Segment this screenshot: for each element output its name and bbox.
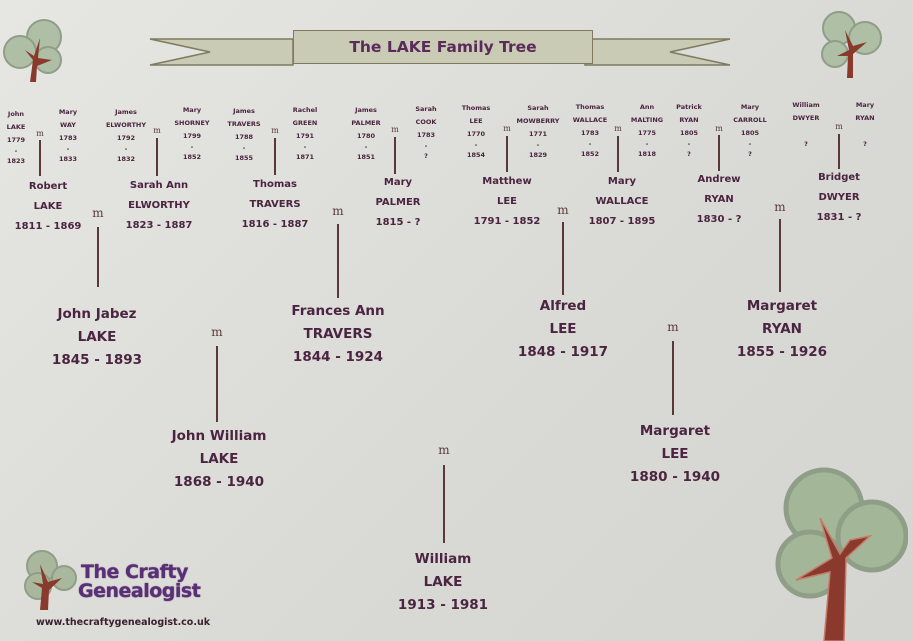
connector-line (617, 136, 619, 172)
connector-line (562, 222, 564, 295)
connector-line (443, 465, 445, 543)
connector-line (337, 224, 339, 298)
connector-line (718, 135, 720, 171)
connector-line (97, 227, 99, 287)
connector-line (216, 346, 218, 422)
connector-line (838, 134, 840, 169)
marriage-symbol: m (503, 124, 511, 133)
marriage-symbol: m (614, 124, 622, 133)
marriage-symbol: m (835, 122, 843, 131)
marriage-symbol: m (153, 126, 161, 135)
tree-icon-bottom-right (775, 467, 908, 641)
marriage-symbol: m (36, 129, 44, 138)
connector-line (39, 140, 41, 176)
marriage-symbol: m (715, 124, 723, 133)
marriage-symbol: m (438, 443, 450, 457)
marriage-symbol: m (332, 204, 344, 218)
logo-wordmark: The Crafty Genealogist (78, 561, 201, 602)
connector-line (156, 138, 158, 176)
connector-line (394, 137, 396, 174)
tree-icon-top-left (3, 19, 62, 82)
title-banner-ribbon (149, 38, 731, 66)
marriage-symbol: m (92, 206, 104, 220)
connector-line (506, 136, 508, 172)
marriage-symbol: m (774, 200, 786, 214)
marriage-symbol: m (391, 125, 399, 134)
marriage-symbol: m (271, 126, 279, 135)
connector-line (672, 341, 674, 415)
connector-line (779, 219, 781, 292)
marriage-symbol: m (667, 320, 679, 334)
logo-tree-icon (24, 550, 77, 610)
website-link[interactable]: www.thecraftygenealogist.co.uk (36, 617, 211, 628)
connector-line (274, 138, 276, 175)
marriage-symbol: m (557, 203, 569, 217)
marriage-symbol: m (211, 325, 223, 339)
tree-icon-top-right (821, 11, 882, 78)
page-title: The LAKE Family Tree (293, 30, 593, 64)
